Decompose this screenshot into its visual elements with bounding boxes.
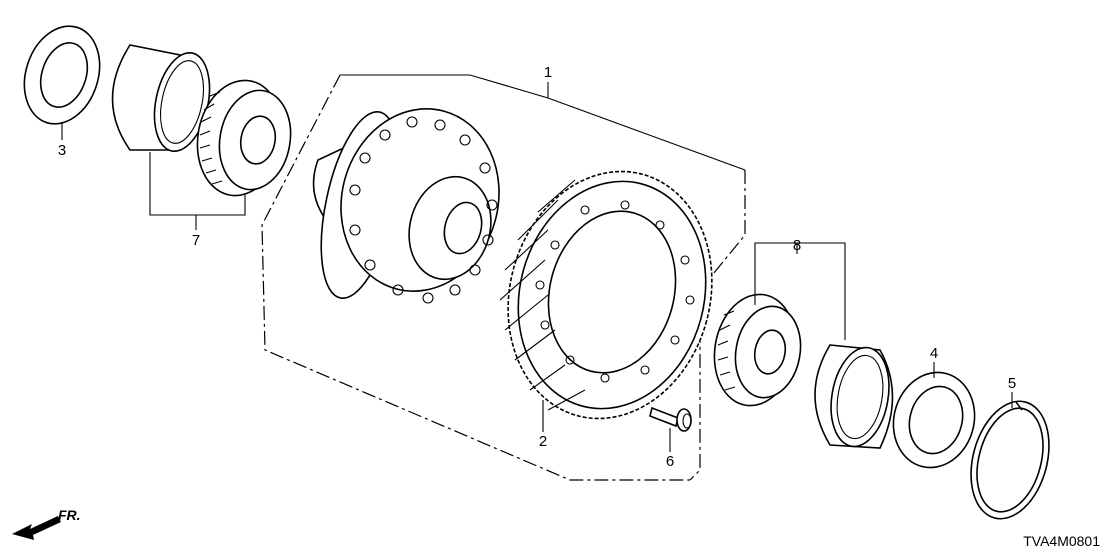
diagram-code: TVA4M0801	[1023, 533, 1100, 549]
bearing-race-icon	[111, 44, 211, 153]
callout-8: 8	[793, 237, 801, 254]
thrust-shim-icon	[892, 371, 976, 469]
differential-carrier-icon	[312, 108, 500, 304]
callout-3: 3	[58, 142, 66, 159]
front-marker-label: FR.	[58, 507, 81, 523]
flange-bolt-icon	[649, 406, 692, 432]
callout-5: 5	[1008, 375, 1016, 392]
callout-7: 7	[192, 232, 200, 249]
callout-6: 6	[666, 453, 674, 470]
callout-4: 4	[930, 345, 938, 362]
bearing-race-icon	[814, 344, 894, 449]
thrust-shim-icon	[23, 25, 101, 125]
final-driven-gear-icon	[499, 170, 713, 420]
front-arrow-icon	[12, 516, 61, 540]
snap-ring-icon	[970, 400, 1050, 520]
roller-bearing-icon	[713, 293, 802, 407]
leader-lines	[61, 82, 1013, 452]
callout-2: 2	[539, 433, 547, 450]
callout-1: 1	[544, 64, 552, 81]
roller-bearing-icon	[196, 79, 292, 197]
